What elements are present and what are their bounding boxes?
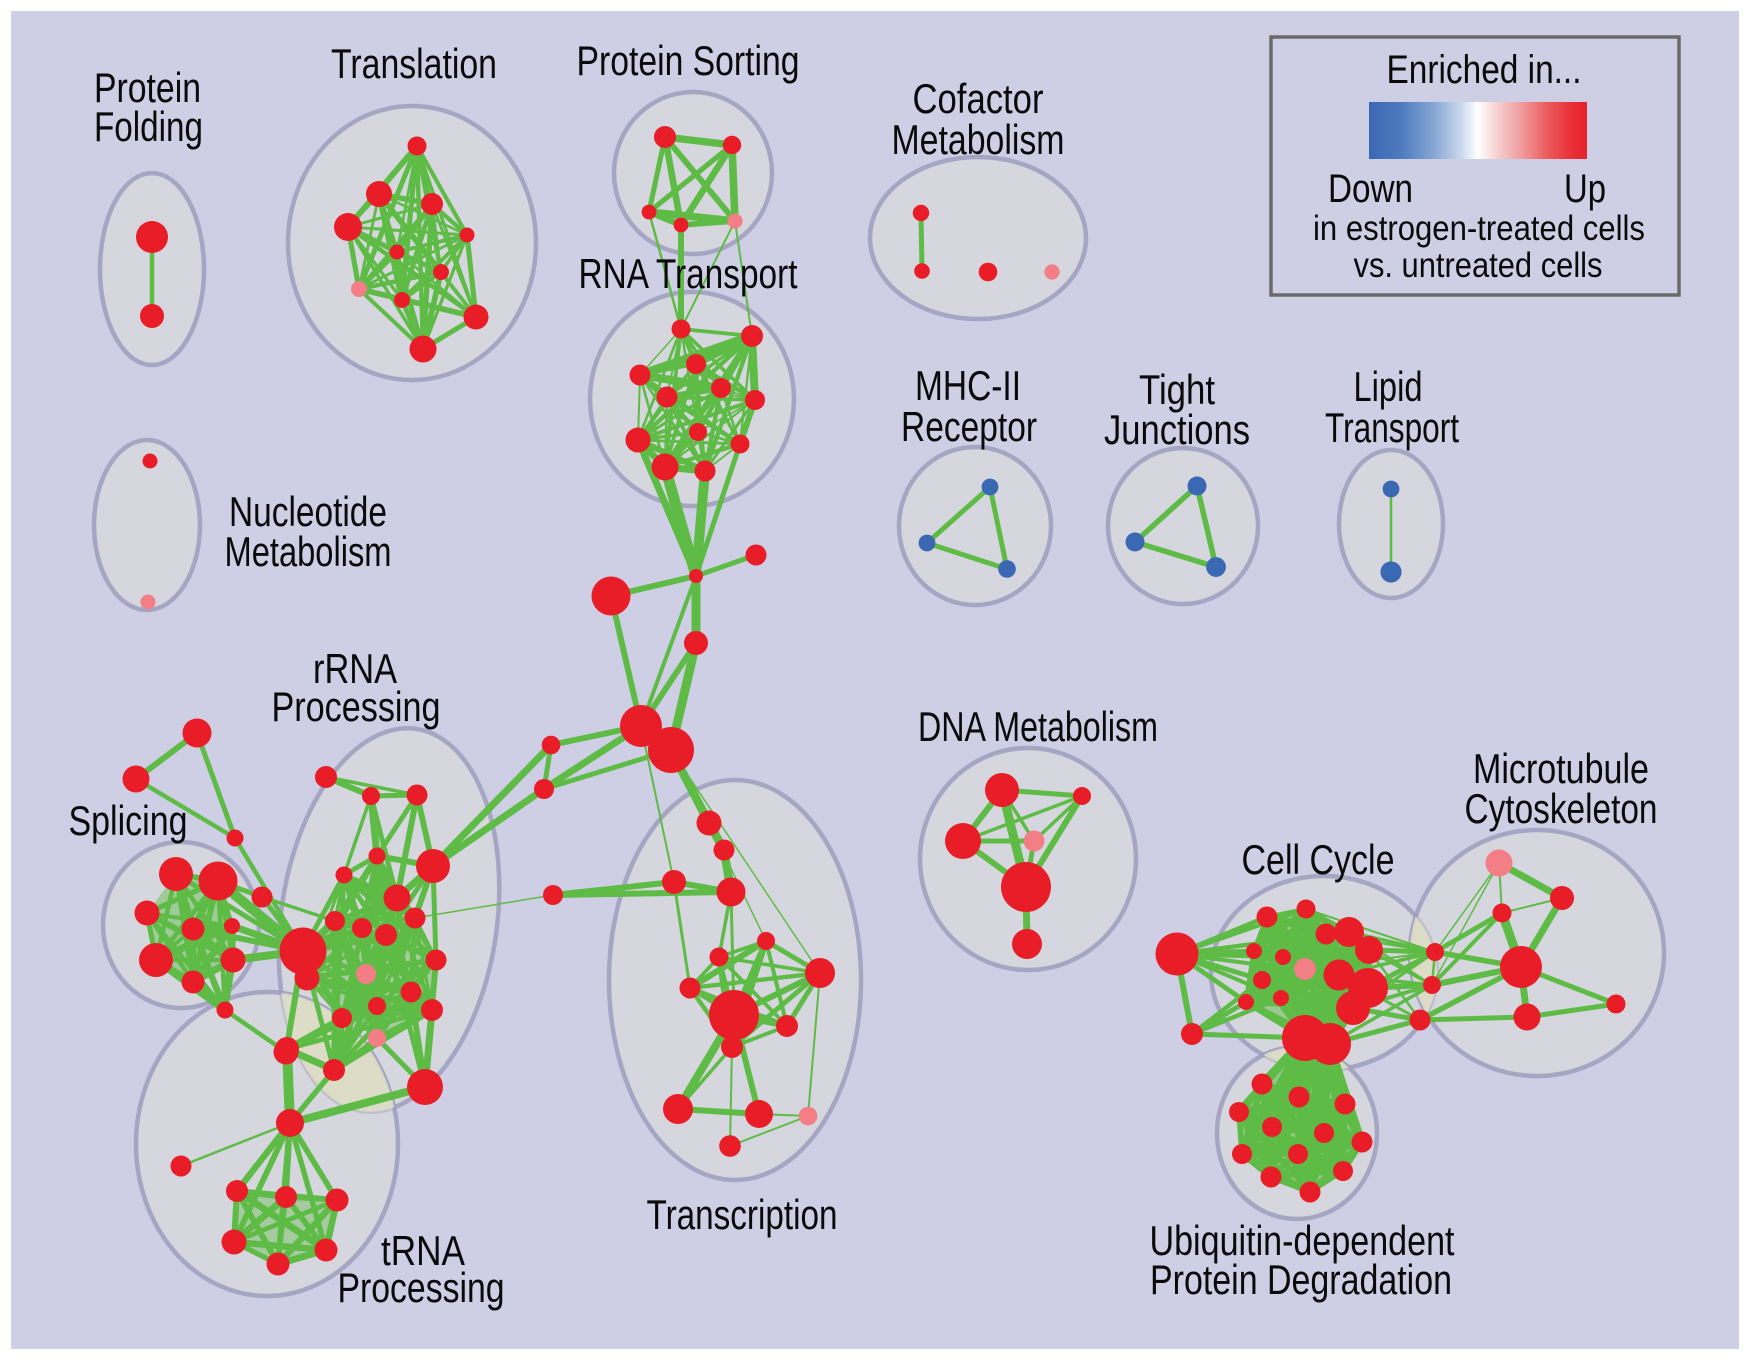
svg-text:Transcription: Transcription [647,1191,838,1238]
svg-text:Lipid: Lipid [1354,363,1423,410]
svg-text:Nucleotide: Nucleotide [229,488,387,535]
svg-text:Translation: Translation [331,40,497,87]
svg-text:Metabolism: Metabolism [225,528,392,575]
svg-text:Microtubule: Microtubule [1473,745,1649,792]
svg-text:Cofactor: Cofactor [913,75,1044,122]
svg-text:Processing: Processing [272,683,441,730]
svg-text:Transport: Transport [1325,404,1459,451]
svg-text:Metabolism: Metabolism [892,116,1065,163]
svg-text:Cell Cycle: Cell Cycle [1242,836,1395,883]
svg-text:Down: Down [1328,167,1413,211]
svg-text:MHC-II: MHC-II [915,362,1021,409]
svg-text:Protein Degradation: Protein Degradation [1150,1256,1452,1303]
svg-text:Junctions: Junctions [1104,406,1250,453]
svg-text:Enriched in...: Enriched in... [1387,48,1582,92]
svg-text:tRNA: tRNA [381,1227,465,1274]
svg-text:Splicing: Splicing [69,797,188,844]
svg-text:Up: Up [1564,167,1606,211]
svg-text:Ubiquitin-dependent: Ubiquitin-dependent [1150,1217,1455,1264]
svg-text:Receptor: Receptor [901,403,1037,450]
svg-text:RNA Transport: RNA Transport [579,250,798,297]
svg-text:Protein: Protein [94,64,201,111]
svg-text:Folding: Folding [94,103,203,150]
svg-text:rRNA: rRNA [313,645,397,692]
svg-text:vs. untreated cells: vs. untreated cells [1354,246,1603,285]
svg-text:in estrogen-treated cells: in estrogen-treated cells [1313,209,1645,248]
svg-text:DNA Metabolism: DNA Metabolism [918,703,1158,750]
svg-text:Processing: Processing [338,1264,505,1311]
svg-text:Cytoskeleton: Cytoskeleton [1465,785,1658,832]
svg-text:Protein Sorting: Protein Sorting [577,37,800,84]
svg-text:Tight: Tight [1139,366,1215,413]
